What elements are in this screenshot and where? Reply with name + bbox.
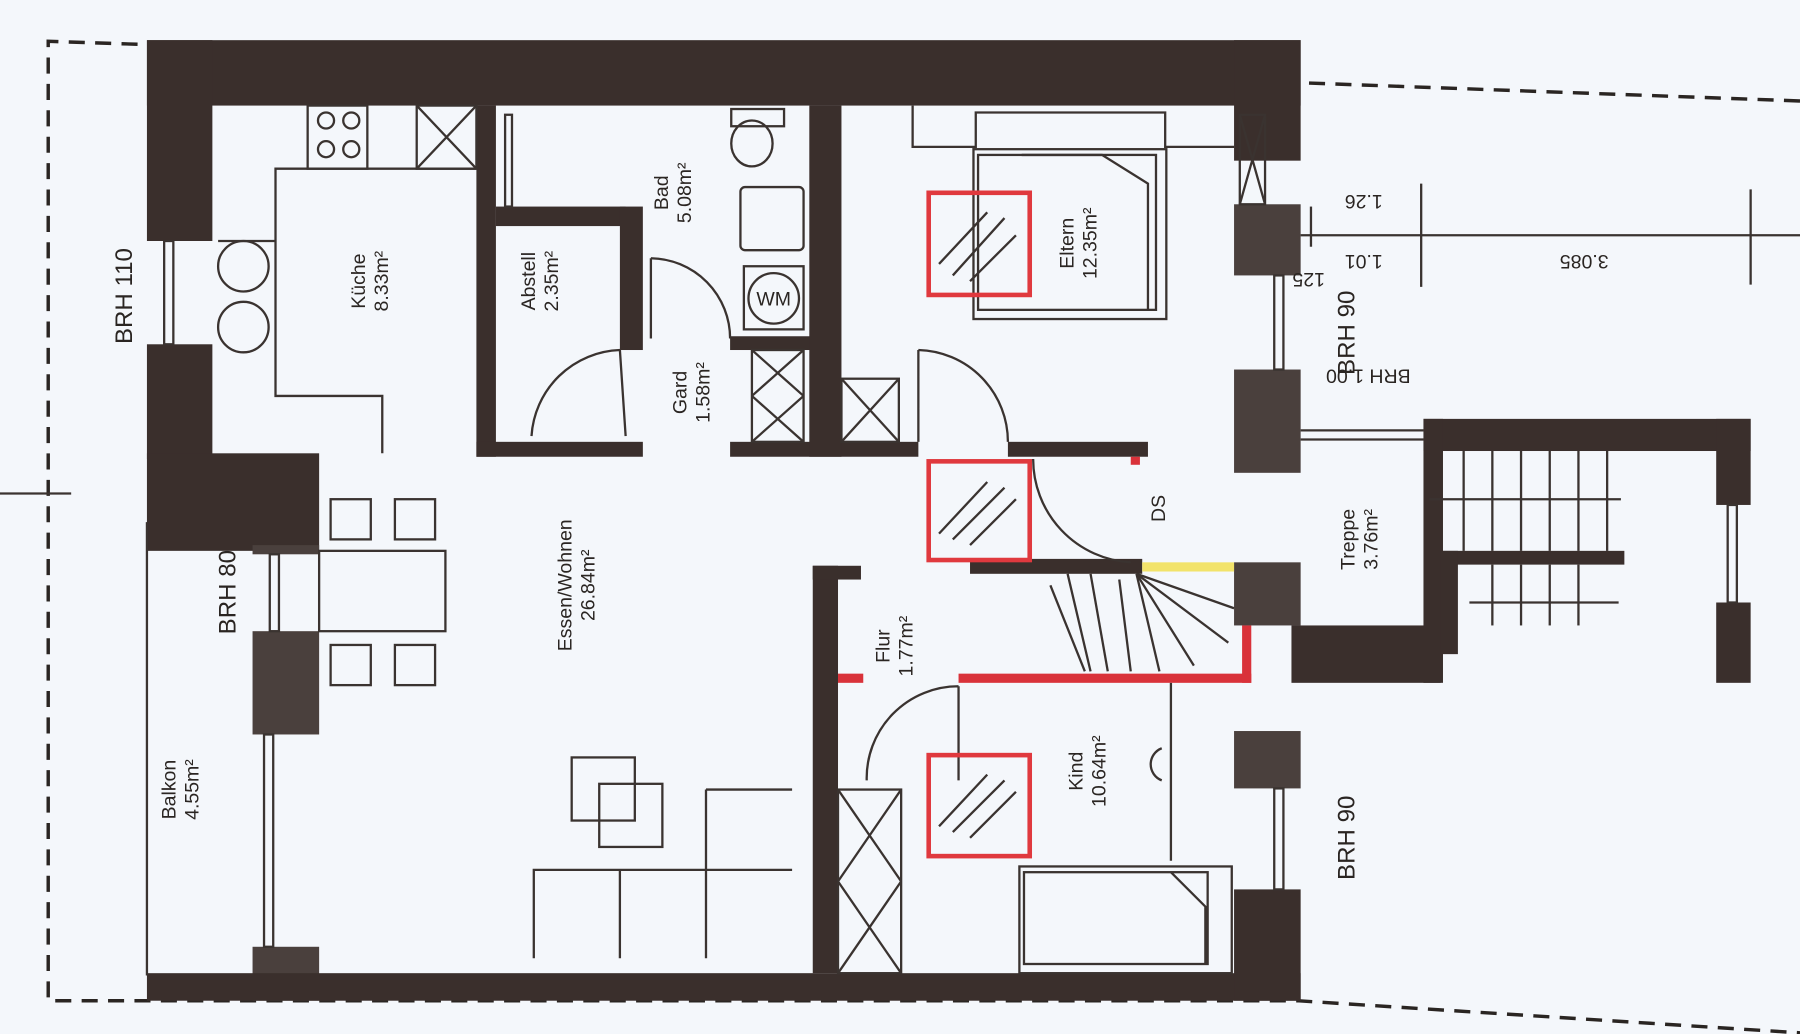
- svg-text:Abstell2.35m²: Abstell2.35m²: [518, 250, 563, 311]
- stairwell: [1049, 418, 1751, 683]
- svg-text:BRH 90: BRH 90: [1334, 796, 1361, 880]
- annotations: BRH 110 BRH 80 BRH 90 BRH 1.00 BRH 90 1.…: [111, 190, 1609, 880]
- svg-text:BRH 110: BRH 110: [111, 248, 138, 344]
- svg-text:1.01: 1.01: [1345, 250, 1383, 272]
- furniture: [216, 104, 1267, 975]
- svg-text:1.26: 1.26: [1345, 190, 1383, 212]
- area-kueche: 8.33m²: [371, 250, 393, 311]
- room-labels: Küche8.33m² Abstell2.35m² Bad5.08m² Gard…: [159, 162, 1383, 820]
- highlight-boxes: [926, 190, 1033, 859]
- svg-text:3.085: 3.085: [1560, 250, 1609, 272]
- svg-text:BRH 1.00: BRH 1.00: [1326, 365, 1411, 387]
- svg-text:BRH 80: BRH 80: [214, 550, 241, 634]
- svg-text:125: 125: [1292, 268, 1325, 290]
- highlight-box-kind: [926, 752, 1033, 859]
- arrow-icons: [938, 211, 1017, 839]
- svg-text:Kind10.64m²: Kind10.64m²: [1066, 735, 1111, 807]
- svg-text:Essen/Wohnen26.84m²: Essen/Wohnen26.84m²: [555, 519, 600, 651]
- svg-text:Balkon4.55m²: Balkon4.55m²: [159, 759, 204, 820]
- svg-text:BRH 90: BRH 90: [1334, 291, 1361, 375]
- svg-text:Treppe3.76m²: Treppe3.76m²: [1338, 509, 1383, 570]
- svg-text:Eltern12.35m²: Eltern12.35m²: [1056, 207, 1101, 279]
- label-ds: DS: [1148, 495, 1170, 522]
- svg-text:Bad5.08m²: Bad5.08m²: [651, 162, 696, 223]
- svg-text:Flur1.77m²: Flur1.77m²: [873, 615, 918, 676]
- property-outline: [0, 39, 1800, 1034]
- outer-walls: [145, 40, 1441, 1001]
- highlight-box-eltern: [926, 190, 1033, 298]
- svg-text:Küche8.33m²: Küche8.33m²: [348, 250, 393, 311]
- washer-label: WM: [756, 288, 791, 310]
- svg-text:Gard1.58m²: Gard1.58m²: [669, 362, 714, 423]
- highlight-box-ds: [926, 459, 1033, 563]
- dimension-lines: [1300, 183, 1800, 287]
- label-kueche: Küche: [348, 254, 370, 309]
- interior-walls: [476, 105, 1252, 974]
